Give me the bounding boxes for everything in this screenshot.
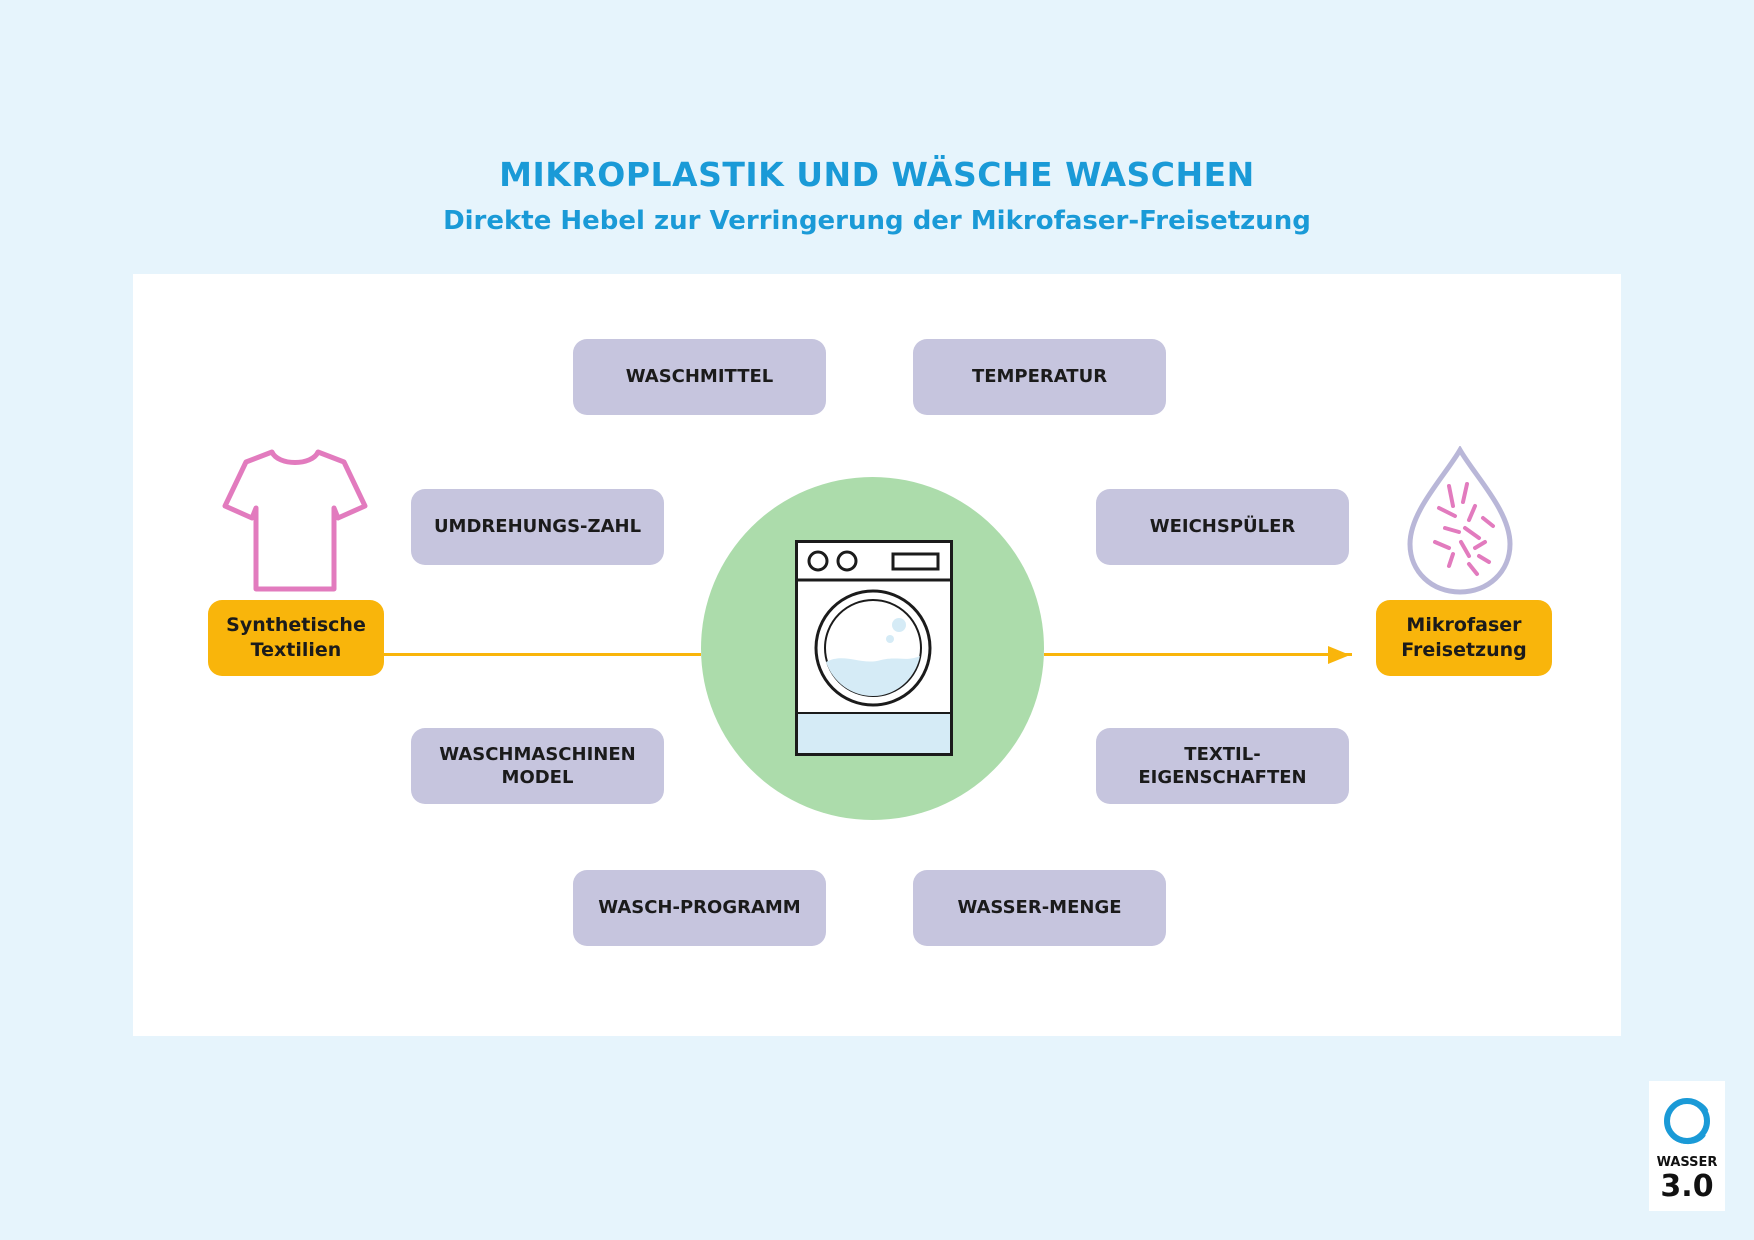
arrow-head-right [1328, 646, 1350, 664]
lever-temperatur: TEMPERATUR [913, 339, 1166, 415]
lever-label-line2: MODEL [501, 767, 574, 788]
wasser-logo-ring-icon [1664, 1098, 1710, 1144]
input-label-line1: Synthetische [226, 614, 366, 637]
lever-label: WASCH-PROGRAMM [598, 897, 801, 919]
output-label-line2: Freisetzung [1401, 639, 1527, 661]
lever-label: UMDREHUNGS-ZAHL [433, 516, 642, 538]
logo-text-version: 3.0 [1660, 1169, 1714, 1204]
lever-label: WASSER-MENGE [957, 897, 1122, 919]
lever-label: TEMPERATUR [971, 366, 1108, 388]
lever-weichspueler: WEICHSPÜLER [1096, 489, 1349, 565]
lever-umdrehungs-zahl: UMDREHUNGS-ZAHL [411, 489, 664, 565]
lever-wasch-programm: WASCH-PROGRAMM [573, 870, 826, 946]
arrow-input-to-center [384, 653, 701, 656]
input-label-line2: Textilien [250, 639, 342, 661]
washing-machine-icon [795, 540, 953, 756]
page-title: MIKROPLASTIK UND WÄSCHE WASCHEN [499, 155, 1255, 194]
output-label-line1: Mikrofaser [1406, 614, 1522, 637]
output-box-mikrofaser-freisetzung: Mikrofaser Freisetzung [1376, 600, 1552, 676]
lever-textil-eigenschaften: TEXTIL- EIGENSCHAFTEN [1096, 728, 1349, 804]
t-shirt-icon [222, 449, 368, 592]
lever-waschmaschinen-model: WASCHMASCHINEN MODEL [411, 728, 664, 804]
lever-waschmittel: WASCHMITTEL [573, 339, 826, 415]
input-box-synthetische-textilien: Synthetische Textilien [208, 600, 384, 676]
lever-label-line1: TEXTIL- [1184, 743, 1261, 765]
logo-text-wasser: WASSER [1656, 1155, 1718, 1170]
lever-label: WASCHMITTEL [625, 366, 774, 388]
lever-label: WEICHSPÜLER [1149, 516, 1296, 538]
lever-wasser-menge: WASSER-MENGE [913, 870, 1166, 946]
microfiber-drop-icon [1407, 446, 1513, 595]
page-subtitle: Direkte Hebel zur Verringerung der Mikro… [443, 206, 1311, 236]
lever-label-line1: WASCHMASCHINEN [439, 743, 636, 765]
lever-label-line2: EIGENSCHAFTEN [1138, 767, 1307, 788]
arrow-center-to-output [1044, 653, 1352, 656]
wasser-logo: WASSER 3.0 [1649, 1081, 1725, 1211]
